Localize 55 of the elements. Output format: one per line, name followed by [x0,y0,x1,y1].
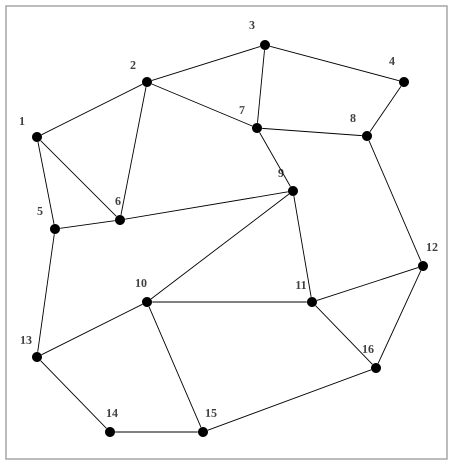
vertex-dot [399,77,409,87]
vertex-dot [32,132,42,142]
vertex-number: 13 [19,334,33,346]
vertex-dot [307,297,317,307]
edge-line [293,196,312,298]
edge-line [315,305,373,365]
edge-line [368,140,422,262]
vertex-number: 1 [18,116,26,126]
vertex-number: 10 [134,278,148,288]
vertex-dot [260,40,270,50]
edge-line [151,84,253,126]
edge-line [37,234,55,352]
vertex-dot [198,427,208,437]
vertex-dot [288,186,298,196]
edge-line [41,84,143,136]
vertex-number: 14 [105,408,119,418]
vertex-dot [32,352,42,362]
edge-line [369,86,402,132]
vertex-dot [252,123,262,133]
vertex-number: 7 [238,105,246,115]
vertex-dot [115,215,125,225]
edge-line [378,270,422,364]
edge-line [152,46,260,81]
vertex-number: 16 [361,344,375,354]
edge-line [270,46,400,82]
edge-line [41,304,143,356]
vertex-number: 5 [36,206,44,216]
vertex-dot [50,224,60,234]
edge-line [257,50,265,124]
edge-line [207,369,372,431]
vertex-dot [105,427,115,437]
vertex-dot [142,77,152,87]
vertex-number: 12 [425,242,439,252]
edge-line [150,194,290,300]
vertex-number: 11 [294,280,308,290]
vertex-dot [418,261,428,271]
edge-line [38,142,54,224]
vertex-number: 6 [114,196,122,206]
vertex-dot [362,131,372,141]
edge-line [316,267,418,301]
edge-line [124,191,288,220]
vertex-number: 2 [129,60,137,70]
edge-line [262,128,362,136]
vertex-number: 8 [349,112,357,124]
vertex-dot [371,363,381,373]
edge-line [259,132,291,187]
vertex-number: 4 [388,56,396,66]
vertex-dot [142,297,152,307]
edge-line [120,86,146,216]
vertex-number: 3 [248,20,256,30]
edge-line [40,140,117,217]
edge-line [60,220,116,229]
edge-line [40,360,107,429]
vertex-number: 15 [204,408,218,418]
edge-line [148,306,202,428]
